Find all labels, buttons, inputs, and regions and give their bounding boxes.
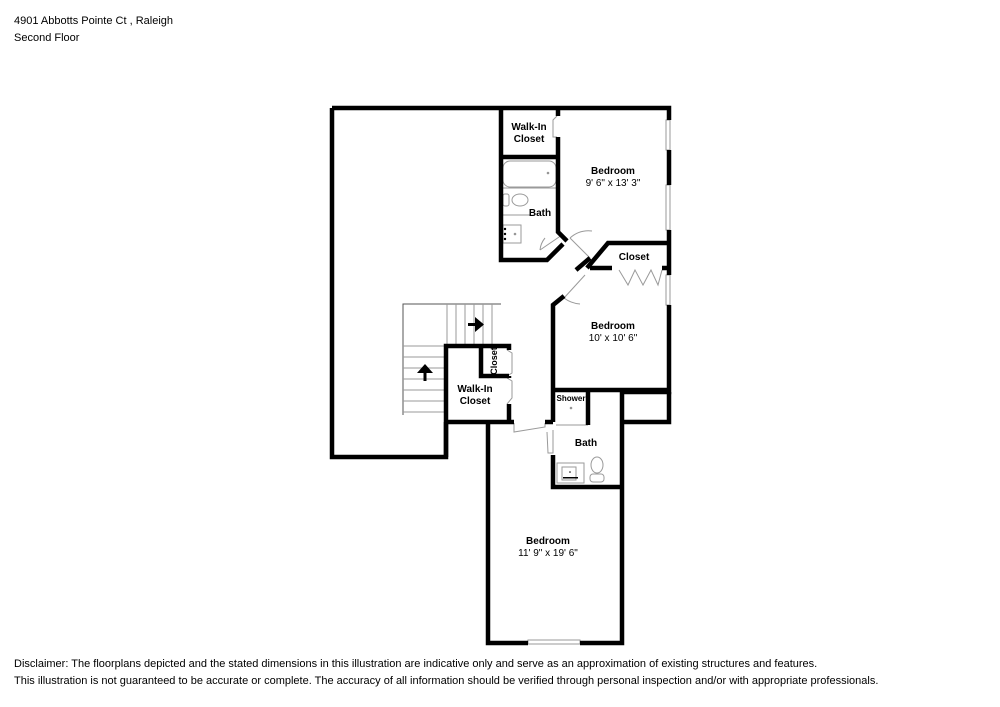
toilet-icon [502, 193, 531, 216]
toilet-icon-2 [589, 456, 605, 483]
room-bedroom-3: Bedroom 11' 9" x 19' 6" [518, 536, 578, 559]
walls [329, 105, 672, 646]
floor-label: Second Floor [14, 32, 80, 44]
stair-arrow-up-icon [417, 364, 433, 381]
doors [506, 115, 663, 454]
plan-header: 4901 Abbotts Pointe Ct , Raleigh Second … [14, 13, 173, 47]
room-shower: Shower [556, 394, 586, 403]
room-walkin-closet-top: Walk-In Closet [511, 122, 547, 145]
stair-arrow-right-icon [468, 317, 484, 332]
room-walkin-closet-left: Walk-In Closet [457, 384, 493, 407]
disclaimer: Disclaimer: The floorplans depicted and … [14, 656, 878, 690]
property-address: 4901 Abbotts Pointe Ct , Raleigh [14, 15, 173, 27]
room-closet-small: Closet [489, 347, 499, 375]
room-bedroom-1: Bedroom 9' 6" x 13' 3" [585, 166, 641, 189]
bathtub-icon [502, 160, 558, 189]
room-bath-top: Bath [528, 208, 552, 219]
room-bedroom-2: Bedroom 10' x 10' 6" [588, 321, 638, 344]
disclaimer-line-1: Disclaimer: The floorplans depicted and … [14, 658, 818, 670]
room-bath-bottom: Bath [574, 438, 598, 449]
windows [527, 119, 671, 645]
room-closet-mid: Closet [618, 252, 650, 263]
shower-icon [556, 406, 588, 426]
disclaimer-line-2: This illustration is not guaranteed to b… [14, 675, 879, 687]
sink-icon-2 [556, 462, 585, 484]
